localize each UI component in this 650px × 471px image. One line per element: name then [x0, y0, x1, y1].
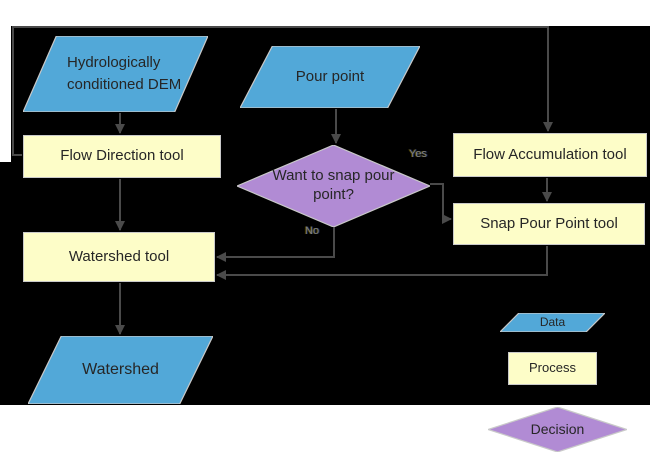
parallelogram-shape — [23, 36, 208, 112]
node-decision-label: Want to snap pour point? — [272, 167, 395, 203]
legend-item-decision: Decision — [488, 407, 627, 452]
parallelogram-shape — [240, 46, 420, 108]
node-pour-point-label: Pour point — [295, 67, 365, 85]
edge-flowdirection-to-flowaccumulation — [12, 26, 553, 156]
diamond-shape — [488, 407, 627, 452]
legend-data-label: Data — [539, 315, 566, 329]
node-flow-direction-label: Flow Direction tool — [60, 147, 184, 165]
parallelogram-shape — [500, 313, 605, 332]
edge-label-yes: Yes — [409, 148, 427, 160]
legend-decision-label: Decision — [530, 420, 585, 437]
node-dem: Hydrologically conditioned DEM — [23, 36, 208, 112]
edge-snappourpoint-to-watershedtool — [216, 246, 548, 280]
node-watershed-label: Watershed — [82, 361, 159, 378]
node-watershed: Watershed — [28, 336, 213, 404]
node-watershed-tool-label: Watershed tool — [68, 247, 170, 265]
legend-process-label: Process — [529, 360, 576, 376]
node-pour-point: Pour point — [240, 46, 420, 108]
node-watershed-tool: Watershed tool — [23, 232, 215, 282]
parallelogram-shape — [28, 336, 213, 404]
node-snap-pour-point-label: Snap Pour Point tool — [480, 214, 618, 232]
legend-item-data: Data — [500, 313, 605, 332]
node-dem-label: Hydrologically conditioned DEM — [67, 54, 182, 93]
node-flow-direction-tool: Flow Direction tool — [23, 135, 221, 178]
edge-decision-yes-to-snappourpoint — [430, 183, 452, 224]
diagram-canvas-left-strip — [0, 162, 11, 405]
node-flow-accumulation-label: Flow Accumulation tool — [473, 145, 627, 163]
diamond-shape — [237, 145, 430, 227]
node-snap-pour-point-tool: Snap Pour Point tool — [453, 203, 645, 245]
legend-item-process: Process — [508, 352, 597, 385]
edge-label-no: No — [305, 225, 320, 237]
node-decision-want-to-snap: Want to snap pour point? — [237, 145, 430, 227]
edge-decision-no-to-watershedtool — [216, 227, 335, 262]
node-flow-accumulation-tool: Flow Accumulation tool — [453, 133, 647, 177]
